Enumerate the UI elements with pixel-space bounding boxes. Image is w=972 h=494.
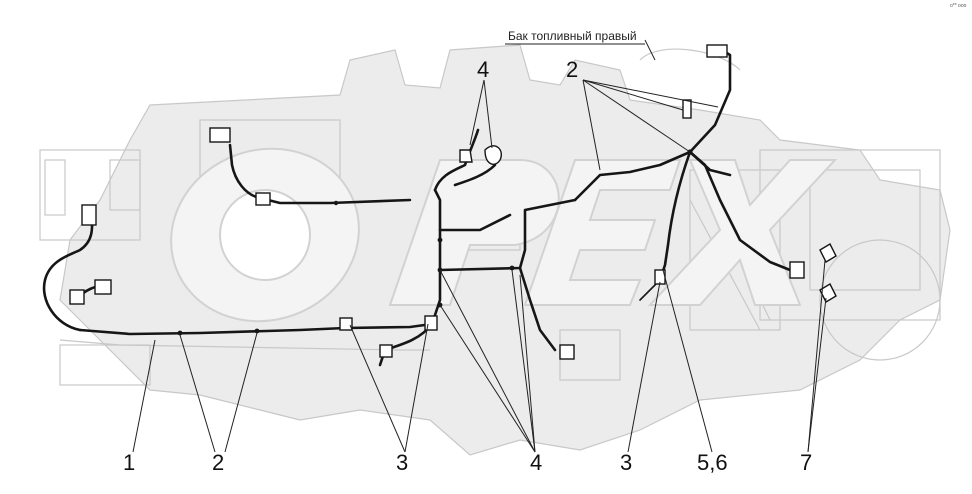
watermark <box>170 147 838 323</box>
corner-mark: o** ooo <box>950 3 967 9</box>
fuel-tank-label: Бак топливный правый <box>508 29 637 43</box>
callout-2-bottom: 2 <box>212 450 224 475</box>
callout-2-top: 2 <box>566 57 578 82</box>
callout-4-bottom: 4 <box>530 450 542 475</box>
callout-7: 7 <box>800 450 812 475</box>
harness-main <box>42 48 792 367</box>
callout-1: 1 <box>123 450 135 475</box>
leader-lines <box>132 39 827 453</box>
callout-3-left: 3 <box>396 450 408 475</box>
callout-3-right: 3 <box>620 450 632 475</box>
callout-4-top: 4 <box>477 57 489 82</box>
callout-5-6: 5,6 <box>697 450 728 475</box>
harness-connectors <box>69 44 837 360</box>
